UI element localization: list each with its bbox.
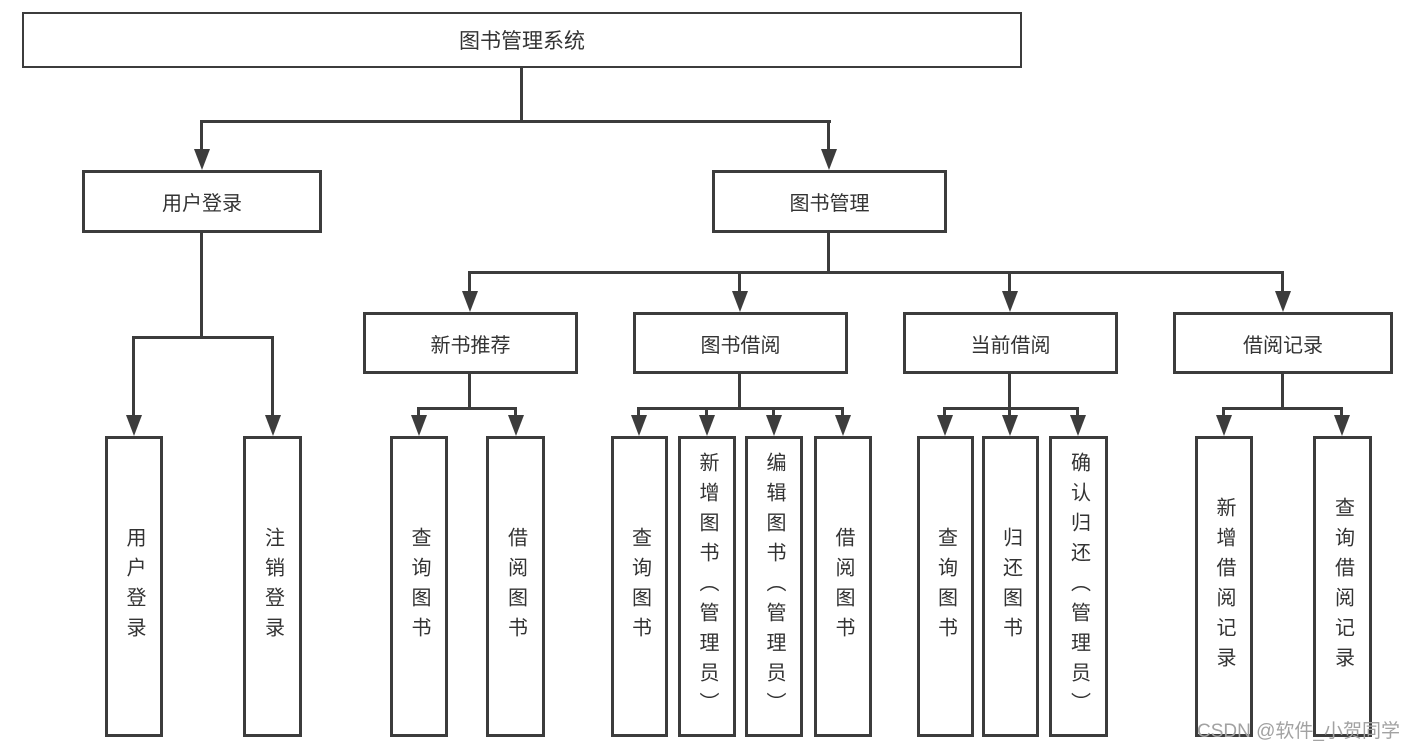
connector-line — [520, 68, 523, 120]
arrow-down-icon — [699, 415, 715, 436]
connector-line — [1340, 407, 1343, 417]
arrow-down-icon — [126, 415, 142, 436]
arrow-down-icon — [1070, 415, 1086, 436]
leaf-add-borrow-record: 新增借阅记录 — [1195, 436, 1253, 737]
leaf-label: 借阅图书 — [504, 526, 527, 647]
connector-line — [1222, 407, 1343, 410]
arrow-down-icon — [1334, 415, 1350, 436]
node-book-management: 图书管理 — [712, 170, 947, 233]
connector-line — [637, 407, 640, 417]
leaf-label: 查询图书 — [628, 526, 651, 647]
node-label: 图书管理系统 — [459, 30, 585, 53]
node-current-borrowing: 当前借阅 — [903, 312, 1118, 374]
arrow-down-icon — [835, 415, 851, 436]
leaf-label: 归还图书 — [999, 526, 1022, 647]
leaf-label: 新增借阅记录 — [1213, 496, 1235, 677]
leaf-user-login: 用户登录 — [105, 436, 163, 737]
connector-line — [827, 233, 830, 271]
arrow-down-icon — [194, 149, 210, 170]
leaf-label: 编辑图书（管理员） — [763, 451, 785, 722]
arrow-down-icon — [937, 415, 953, 436]
leaf-add-books-admin: 新增图书（管理员） — [678, 436, 736, 737]
leaf-label: 确认归还（管理员） — [1067, 451, 1090, 722]
connector-line — [1281, 374, 1284, 407]
node-label: 用户登录 — [162, 193, 242, 215]
leaf-borrow-books-borrowing: 借阅图书 — [814, 436, 872, 737]
leaf-query-books-borrowing: 查询图书 — [611, 436, 668, 737]
arrow-down-icon — [1275, 291, 1291, 312]
connector-line — [827, 120, 830, 152]
leaf-label: 查询图书 — [408, 526, 430, 647]
leaf-label: 用户登录 — [123, 526, 145, 647]
leaf-label: 注销登录 — [261, 526, 284, 647]
connector-line — [1281, 271, 1284, 293]
node-new-book-recommendation: 新书推荐 — [363, 312, 578, 374]
connector-line — [772, 407, 775, 417]
node-user-login: 用户登录 — [82, 170, 322, 233]
connector-line — [417, 407, 420, 417]
connector-line — [1008, 374, 1011, 407]
connector-line — [1008, 407, 1011, 417]
arrow-down-icon — [1216, 415, 1232, 436]
connector-line — [200, 233, 203, 336]
connector-line — [705, 407, 708, 417]
arrow-down-icon — [508, 415, 524, 436]
leaf-label: 查询借阅记录 — [1331, 496, 1354, 677]
connector-line — [271, 336, 274, 415]
arrow-down-icon — [411, 415, 427, 436]
leaf-query-books-current: 查询图书 — [917, 436, 974, 737]
connector-line — [418, 407, 517, 410]
connector-line — [514, 407, 517, 417]
node-book-borrowing: 图书借阅 — [633, 312, 848, 374]
connector-line — [944, 407, 1079, 410]
leaf-label: 借阅图书 — [832, 526, 854, 647]
leaf-edit-books-admin: 编辑图书（管理员） — [745, 436, 803, 737]
arrow-down-icon — [1002, 415, 1018, 436]
leaf-logout: 注销登录 — [243, 436, 302, 737]
connector-line — [200, 120, 203, 152]
connector-line — [470, 271, 1284, 274]
leaf-label: 查询图书 — [934, 526, 957, 647]
connector-line — [1222, 407, 1225, 417]
arrow-down-icon — [631, 415, 647, 436]
connector-line — [468, 271, 471, 293]
node-label: 当前借阅 — [970, 334, 1051, 357]
connector-line — [638, 407, 844, 410]
connector-line — [1008, 271, 1011, 293]
connector-line — [1076, 407, 1079, 417]
connector-line — [841, 407, 844, 417]
connector-line — [738, 271, 741, 293]
connector-line — [132, 336, 135, 415]
connector-line — [738, 374, 741, 407]
connector-line — [943, 407, 946, 417]
arrow-down-icon — [732, 291, 748, 312]
leaf-borrow-books-recommend: 借阅图书 — [486, 436, 545, 737]
arrow-down-icon — [462, 291, 478, 312]
arrow-down-icon — [1002, 291, 1018, 312]
arrow-down-icon — [265, 415, 281, 436]
arrow-down-icon — [766, 415, 782, 436]
leaf-return-books: 归还图书 — [982, 436, 1039, 737]
node-label: 借阅记录 — [1243, 334, 1323, 357]
leaf-query-borrow-record: 查询借阅记录 — [1313, 436, 1372, 737]
leaf-confirm-return-admin: 确认归还（管理员） — [1049, 436, 1108, 737]
node-label: 新书推荐 — [430, 334, 511, 357]
connector-line — [201, 120, 831, 123]
node-label: 图书借阅 — [700, 334, 781, 357]
csdn-watermark: CSDN @软件_小贺同学 — [1197, 721, 1400, 742]
leaf-label: 新增图书（管理员） — [696, 451, 718, 722]
leaf-query-books-recommend: 查询图书 — [390, 436, 448, 737]
node-library-management-system: 图书管理系统 — [22, 12, 1022, 68]
connector-line — [133, 336, 274, 339]
node-borrowing-records: 借阅记录 — [1173, 312, 1393, 374]
connector-line — [468, 374, 471, 407]
node-label: 图书管理 — [789, 193, 870, 215]
arrow-down-icon — [821, 149, 837, 170]
